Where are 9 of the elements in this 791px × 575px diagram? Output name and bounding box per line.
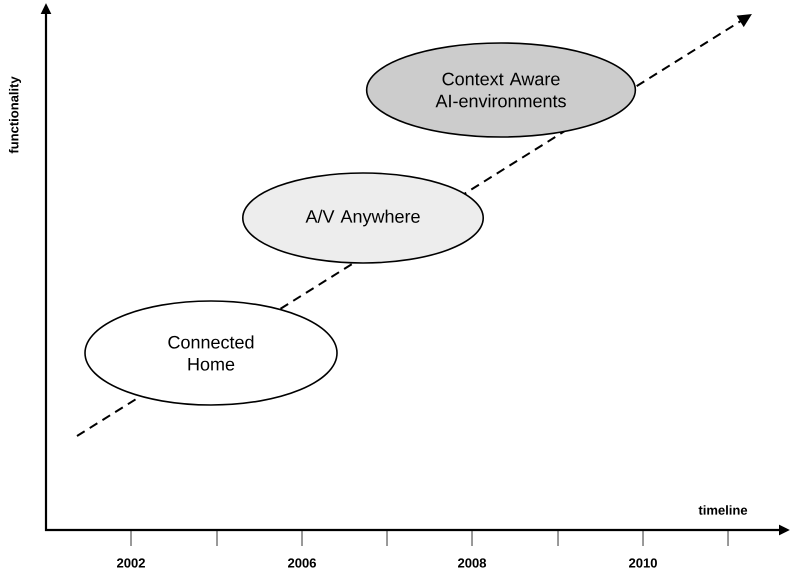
ellipse-node: A/V Anywhere [242, 172, 484, 264]
ellipse-node: Connected Home [84, 300, 338, 406]
tick-label: 2002 [117, 558, 145, 568]
tick-label: 2008 [458, 558, 486, 568]
axis-label: timeline [698, 505, 748, 515]
ellipse-node: Context Aware AI-environments [366, 42, 636, 138]
axis-label: functionality [8, 76, 22, 154]
tick-label: 2010 [629, 558, 657, 568]
tick-label: 2006 [288, 558, 316, 568]
